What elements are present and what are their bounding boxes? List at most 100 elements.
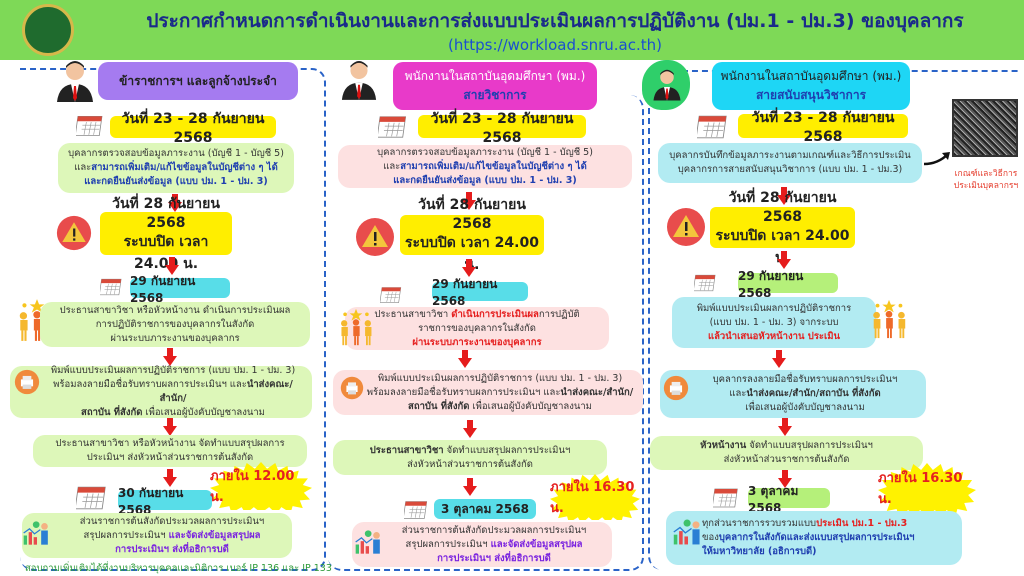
text-line: พิมพ์แบบประเมินผลการปฏิบัติราชการ xyxy=(696,302,852,314)
col3-step5: ทุกส่วนราชการรวบรวมแบบประเมิน ปม.1 - ปม.… xyxy=(666,511,962,565)
text-seg: ของ xyxy=(702,532,719,543)
text-line: ส่งหัวหน้าส่วนราชการต้นสังกัด xyxy=(407,458,533,470)
text-seg: นำส่งคณะ/สำนัก/สถาบัน ที่สังกัด xyxy=(746,388,881,399)
text-seg: นำส่งคณะ/สำนัก/ xyxy=(159,379,293,404)
text-seg: เพื่อเสนอผู้บังคับบัญชาลงนาม xyxy=(142,407,265,418)
col1-step3: พิมพ์แบบประเมินผลการปฏิบัติราชการ (แบบ ป… xyxy=(10,365,312,418)
col2-step4: ประธานสาขาวิชา จัดทำแบบสรุปผลการประเมินฯ… xyxy=(333,440,607,475)
col1-date2: 29 กันยายน 2568 xyxy=(130,274,230,305)
col2-heading-line1: พนักงานในสถาบันอุดมศึกษา (พม.) xyxy=(404,69,586,83)
contact-footer: สอบถามเพิ่มเติมได้ที่งานบริหารบุคคลและนิ… xyxy=(25,563,332,574)
header-bar xyxy=(0,0,1024,60)
text-line: บุคลากรตรวจสอบข้อมูลภาระงาน (บัญชี 1 - บ… xyxy=(68,148,284,159)
col2-frame xyxy=(328,95,644,571)
arrow-down-icon xyxy=(458,350,472,368)
deadline-text: ภายใน 12.00 น. xyxy=(210,469,295,505)
text-line: การปฏิบัติราชการของบุคลากรในสังกัด xyxy=(95,318,255,330)
col2-heading-line2: สายวิชาการ xyxy=(463,88,527,102)
text-seg: นำส่งคณะ/สำนัก/ xyxy=(560,386,634,398)
text-seg: สถาบัน ที่สังกัด xyxy=(408,400,470,412)
col1-heading-text: ข้าราชการฯ และลูกจ้างประจำ xyxy=(119,73,277,88)
text-seg: สรุปผลการประเมินฯ xyxy=(83,529,169,541)
text-seg: พร้อมลงลายมือชื่อรับทราบผลการประเมินฯ แล… xyxy=(53,379,247,390)
printer-icon xyxy=(14,369,40,395)
text-seg: เพื่อเสนอผู้บังคับบัญชาลงนาม xyxy=(469,400,592,412)
text-seg: และจัดส่งข้อมูลสรุปผล xyxy=(168,529,261,541)
text-line: และกดยืนยันส่งข้อมูล (แบบ ปม. 1 - ปม. 3) xyxy=(84,176,268,187)
text-line: บุคลากรลงลายมือชื่อรับทราบผลการประเมินฯ xyxy=(712,374,898,385)
col2-step1: บุคลากรตรวจสอบข้อมูลภาระงาน (บัญชี 1 - บ… xyxy=(338,145,632,188)
workload-url-link[interactable]: (https://workload.snru.ac.th) xyxy=(448,36,662,54)
col1-step1: บุคลากรตรวจสอบข้อมูลภาระงาน (บัญชี 1 - บ… xyxy=(58,143,294,193)
text-line: ส่งหัวหน้าส่วนราชการต้นสังกัด xyxy=(723,454,850,465)
col2-date3: 3 ตุลาคม 2568 xyxy=(434,499,536,519)
text-seg: และ xyxy=(74,162,92,173)
calendar-icon xyxy=(378,112,412,142)
text-line: บุคลากรตรวจสอบข้อมูลภาระงาน (บัญชี 1 - บ… xyxy=(377,146,593,158)
col3-deadline-burst: ภายใน 16.30 น. xyxy=(878,463,976,513)
col1-step4: ประธานสาขาวิชา หรือหัวหน้างาน จัดทำแบบสร… xyxy=(33,435,307,467)
page-title: ประกาศกำหนดการดำเนินงานและการส่งแบบประเม… xyxy=(146,10,964,32)
calendar-icon xyxy=(76,112,108,140)
arrow-down-icon xyxy=(463,420,477,438)
text-seg: สรุปผลการประเมินฯ xyxy=(405,538,491,550)
col2-step2: ประธานสาขาวิชา ดำเนินการประเมินผลการปฏิบ… xyxy=(345,307,609,350)
col2-heading: พนักงานในสถาบันอุดมศึกษา (พม.) สายวิชาการ xyxy=(393,62,597,110)
qr-code[interactable] xyxy=(952,99,1018,157)
close-date: วันที่ 28 กันยายน 2568 xyxy=(418,197,526,232)
col2-step5: ส่วนราชการต้นสังกัดประมวลผลการประเมินฯ ส… xyxy=(352,522,612,567)
col2-date-range: วันที่ 23 - 28 กันยายน 2568 xyxy=(418,111,586,146)
text-seg: สามารถเพิ่มเติม/แก้ไขข้อมูลในบัญชีต่าง ๆ… xyxy=(400,160,587,172)
close-date: วันที่ 28 กันยายน 2568 xyxy=(728,189,837,225)
text-line: และกดยืนยันส่งข้อมูล (แบบ ปม. 1 - ปม. 3) xyxy=(393,174,577,186)
chart-person-icon xyxy=(672,518,704,546)
text-seg: และ xyxy=(383,160,401,172)
people-stars-icon xyxy=(336,307,376,347)
warning-icon xyxy=(56,215,92,251)
text-line: ส่วนราชการต้นสังกัดประมวลผลการประเมินฯ xyxy=(79,515,265,527)
text-seg: ทุกส่วนราชการรวบรวมแบบ xyxy=(702,518,817,529)
text-seg: ประธานสาขาวิชา xyxy=(369,444,444,456)
arrow-down-icon xyxy=(772,350,786,368)
university-logo xyxy=(22,4,74,56)
qr-caption: เกณฑ์และวิธีการประเมินบุคลากรฯ xyxy=(950,168,1022,192)
close-date: วันที่ 28 กันยายน 2568 xyxy=(112,195,220,231)
col1-step2: ประธานสาขาวิชา หรือหัวหน้างาน ดำเนินการป… xyxy=(40,302,310,347)
col1-date3: 30 กันยายน 2568 xyxy=(118,486,212,517)
text-seg: และจัดส่งข้อมูลสรุปผล xyxy=(490,538,583,550)
col2-deadline-burst: ภายใน 16.30 น. xyxy=(550,474,640,520)
col3-date-range: วันที่ 23 - 28 กันยายน 2568 xyxy=(738,110,908,145)
deadline-text: ภายใน 16.30 น. xyxy=(550,480,635,516)
text-line: การประเมินฯ ส่งที่อธิการบดี xyxy=(437,552,551,564)
text-seg: สามารถเพิ่มเติม/แก้ไขข้อมูลในบัญชีต่าง ๆ… xyxy=(91,162,278,173)
chart-person-icon xyxy=(354,529,384,555)
text-seg: หัวหน้างาน xyxy=(700,440,747,451)
text-seg: สถาบัน ที่สังกัด xyxy=(81,407,143,418)
text-line: การประเมินฯ ส่งที่อธิการบดี xyxy=(115,543,229,555)
curved-arrow-icon xyxy=(923,152,950,166)
col1-heading: ข้าราชการฯ และลูกจ้างประจำ xyxy=(98,62,298,100)
arrow-down-icon xyxy=(463,478,477,496)
calendar-icon xyxy=(697,112,733,142)
text-line: ประธานสาขาวิชา หรือหัวหน้างาน ดำเนินการป… xyxy=(59,304,291,316)
text-line: (แบบ ปม. 1 - ปม. 3) จากระบบ xyxy=(709,316,839,328)
col3-step3: บุคลากรลงลายมือชื่อรับทราบผลการประเมินฯ … xyxy=(660,370,926,418)
text-line: ราชการของบุคลากรในสังกัด xyxy=(418,322,536,334)
text-seg: จัดทำแบบสรุปผลการประเมินฯ xyxy=(443,444,571,456)
text-seg: ประธานสาขาวิชา xyxy=(374,308,452,320)
calendar-icon xyxy=(76,483,112,513)
chart-person-icon xyxy=(22,520,52,546)
text-line: ประเมินบุคลากรฯ xyxy=(953,181,1019,191)
col3-heading: พนักงานในสถาบันอุดมศึกษา (พม.)สายสนับสนุ… xyxy=(712,62,910,110)
calendar-icon xyxy=(380,285,406,305)
col3-heading-line2: สายสนับสนุนวิชาการ xyxy=(755,88,867,102)
text-line: แล้วนำเสนอหัวหน้างาน ประเมิน xyxy=(707,330,841,342)
text-line: เกณฑ์และวิธีการ xyxy=(954,169,1018,179)
warning-icon xyxy=(355,217,395,257)
text-line: เพื่อเสนอผู้บังคับบัญชาลงนาม xyxy=(745,402,865,413)
text-line: ผ่านระบบภาระงานของบุคลากร xyxy=(412,336,542,348)
text-seg: ประเมิน ปม.1 - ปม.3 xyxy=(816,518,908,529)
text-line: ประธานสาขาวิชา หรือหัวหน้างาน จัดทำแบบสร… xyxy=(55,438,285,449)
